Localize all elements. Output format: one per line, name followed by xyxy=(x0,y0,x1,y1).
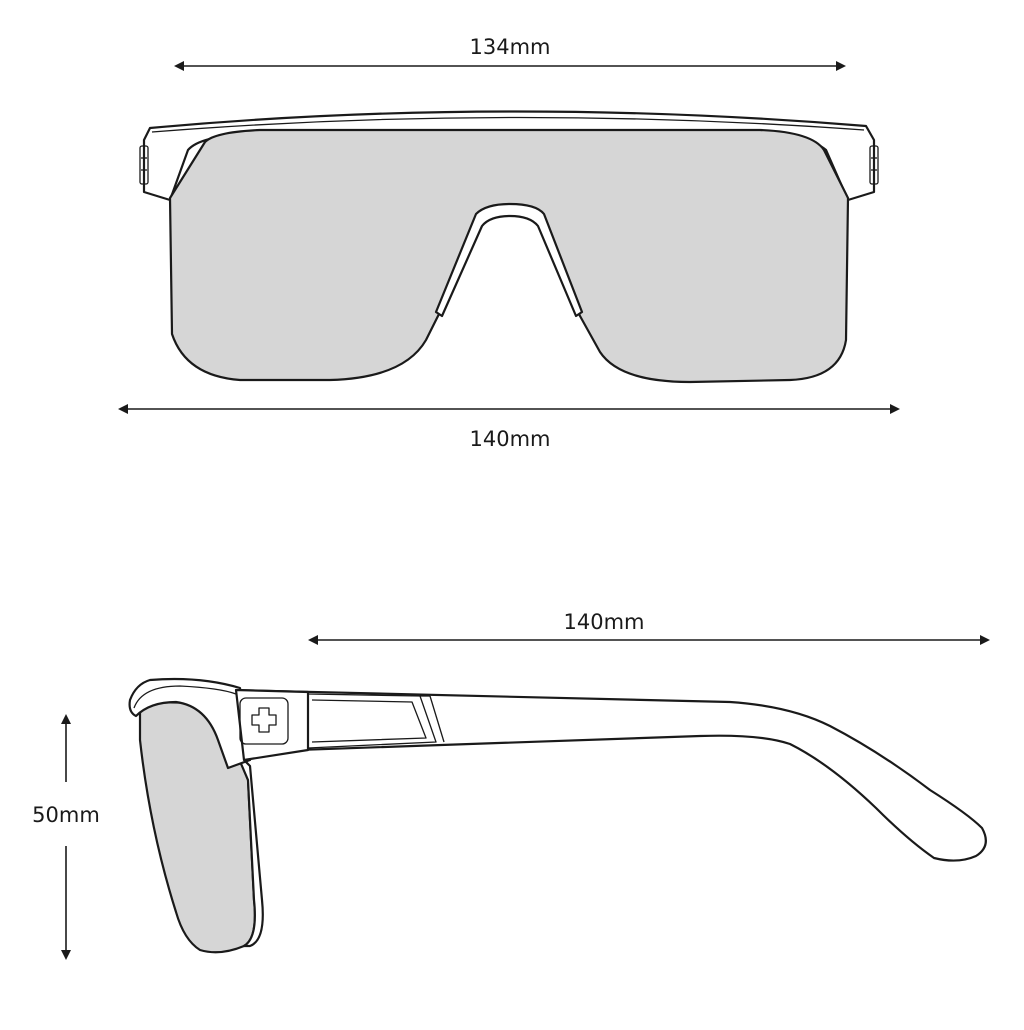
label-side-height: 50mm xyxy=(32,803,100,827)
dimension-arrow-side-length xyxy=(308,635,990,645)
side-frame-front xyxy=(128,677,252,770)
front-lens xyxy=(168,128,850,384)
side-hinge-housing xyxy=(234,688,310,762)
brand-logo-icon xyxy=(251,707,277,733)
side-temple-inlay xyxy=(307,693,445,749)
dimension-arrow-side-height xyxy=(61,714,71,960)
front-hinge-left xyxy=(139,145,149,185)
front-view: 134mm 140mm xyxy=(118,35,900,451)
label-front-bottom-width: 140mm xyxy=(470,427,551,451)
front-nose-bridge xyxy=(434,202,584,318)
dimension-arrow-front-top xyxy=(174,61,846,71)
label-side-length: 140mm xyxy=(564,610,645,634)
label-front-top-width: 134mm xyxy=(470,35,551,59)
side-view: 140mm 50mm xyxy=(32,610,990,960)
dimension-arrow-front-bottom xyxy=(118,404,900,414)
front-hinge-right xyxy=(869,145,879,185)
side-temple-arm xyxy=(228,688,987,862)
